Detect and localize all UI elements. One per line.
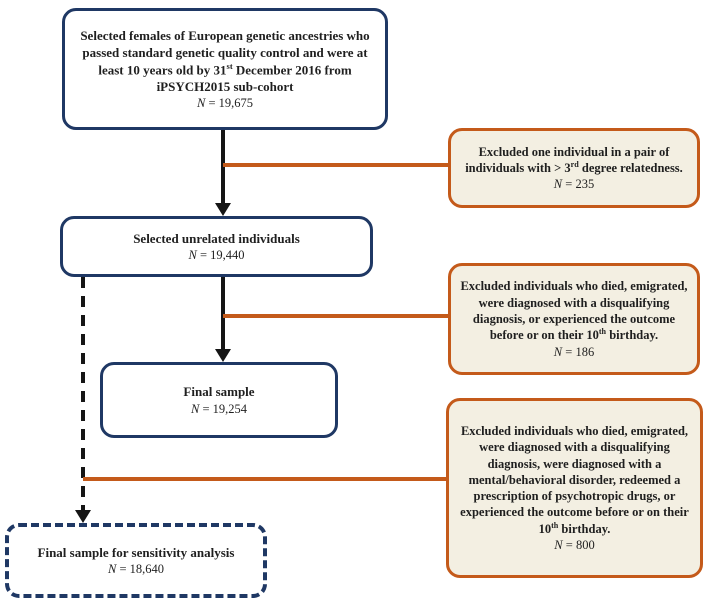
exclusion-relatedness-box: Excluded one individual in a pair of ind… <box>448 128 700 208</box>
exclusion-main-n: N = 186 <box>553 344 595 359</box>
sensitivity-sample-text: Final sample for sensitivity analysis <box>37 544 235 560</box>
cohort-selection-n: N = 19,675 <box>196 96 254 111</box>
cohort-selection-box: Selected females of European genetic anc… <box>62 8 388 130</box>
connector-to-sensitivity-exclusion <box>83 477 446 481</box>
arrow-line-cohort-to-unrelated <box>221 130 225 204</box>
connector-to-main-exclusion <box>223 314 448 318</box>
unrelated-individuals-text: Selected unrelated individuals <box>133 230 300 246</box>
arrow-down-icon <box>215 349 231 362</box>
arrow-down-icon <box>75 510 91 523</box>
final-sample-text: Final sample <box>183 384 255 400</box>
exclusion-relatedness-n: N = 235 <box>553 177 595 192</box>
unrelated-individuals-box: Selected unrelated individuals N = 19,44… <box>60 216 373 277</box>
exclusion-main-box: Excluded individuals who died, emigrated… <box>448 263 700 375</box>
cohort-selection-text: Selected females of European genetic anc… <box>80 27 370 95</box>
exclusion-relatedness-text: Excluded one individual in a pair of ind… <box>465 144 683 176</box>
exclusion-sensitivity-n: N = 800 <box>554 537 595 552</box>
sensitivity-sample-box: Final sample for sensitivity analysis N … <box>5 523 267 598</box>
final-sample-n: N = 19,254 <box>190 401 248 416</box>
dashed-arrow-line-to-sensitivity <box>81 277 85 510</box>
final-sample-box: Final sample N = 19,254 <box>100 362 338 438</box>
connector-to-relatedness-exclusion <box>223 163 448 167</box>
exclusion-main-text: Excluded individuals who died, emigrated… <box>460 279 688 343</box>
sensitivity-sample-n: N = 18,640 <box>107 562 165 577</box>
arrow-line-unrelated-to-final <box>221 277 225 350</box>
arrow-down-icon <box>215 203 231 216</box>
unrelated-individuals-n: N = 19,440 <box>188 248 245 263</box>
exclusion-sensitivity-box: Excluded individuals who died, emigrated… <box>446 398 703 578</box>
exclusion-sensitivity-text: Excluded individuals who died, emigrated… <box>460 424 689 536</box>
